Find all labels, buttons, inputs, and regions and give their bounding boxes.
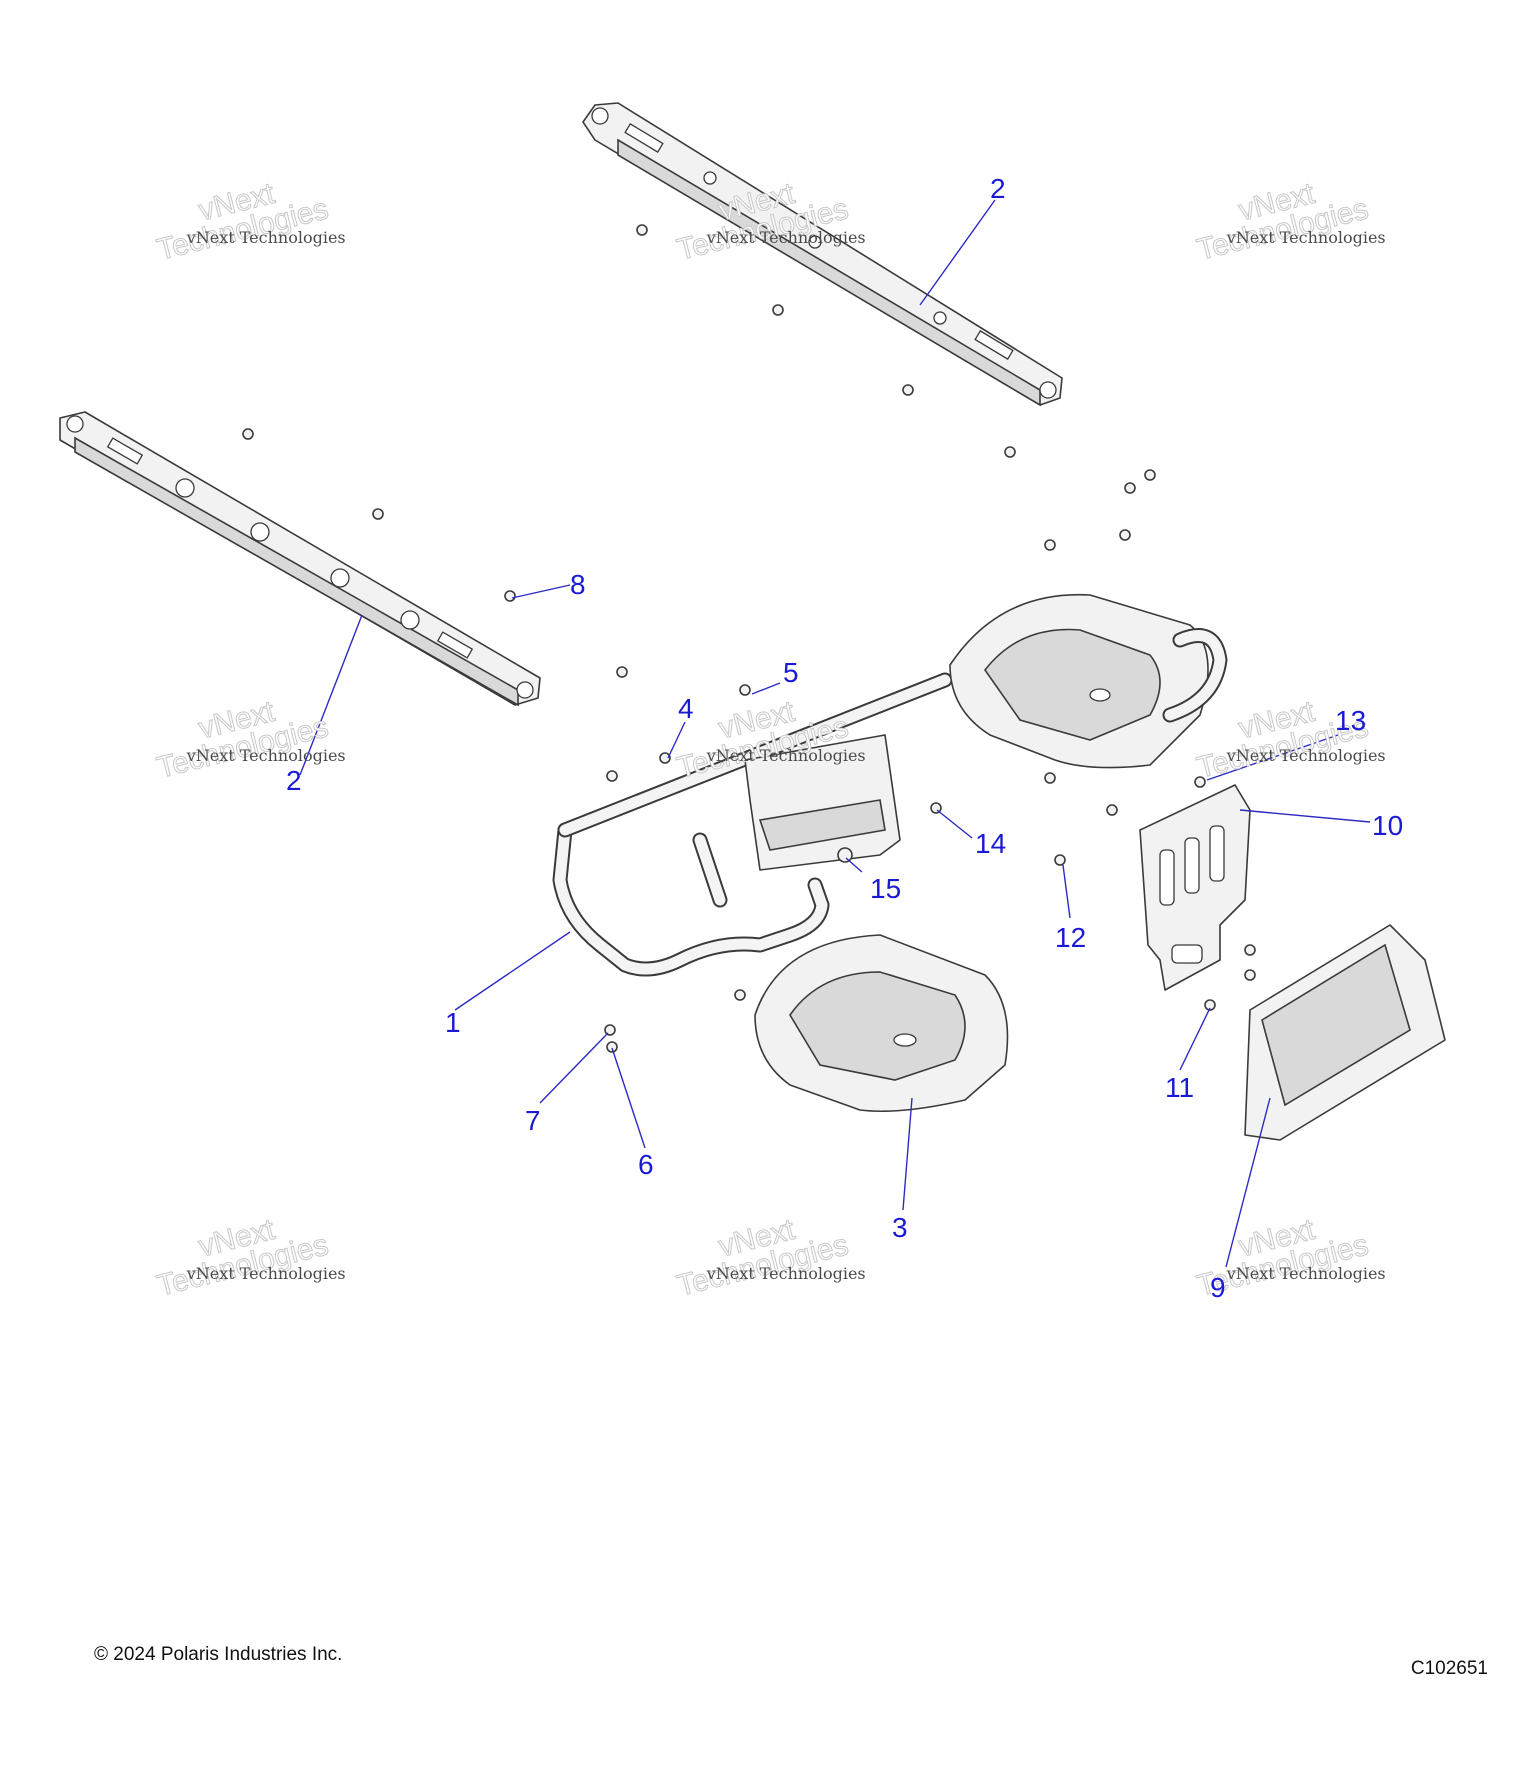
callout-14[interactable]: 14 [975,828,1006,859]
svg-text:vNext Technologies: vNext Technologies [706,228,866,247]
svg-text:vNext Technologies: vNext Technologies [706,746,866,765]
svg-text:vNext Technologies: vNext Technologies [186,1264,346,1283]
svg-text:vNext Technologies: vNext Technologies [1226,228,1386,247]
watermarks: Technologies vNext vNext Technologies Te… [153,176,1386,1303]
watermark: Technologies vNext vNext Technologies [1193,694,1386,785]
drawing-id: C102651 [1410,1658,1488,1679]
callout-4[interactable]: 4 [678,693,694,724]
right-footrest [949,593,1228,769]
callout-9[interactable]: 9 [1210,1272,1226,1303]
callout-10[interactable]: 10 [1372,810,1403,841]
copyright-notice: © 2024 Polaris Industries Inc. [94,1644,343,1665]
svg-text:vNext Technologies: vNext Technologies [1226,746,1386,765]
svg-text:vNext Technologies: vNext Technologies [706,1264,866,1283]
watermark: Technologies vNext vNext Technologies [153,1212,346,1303]
callout-11[interactable]: 11 [1165,1072,1194,1103]
lower-rail [59,411,541,707]
callout-5[interactable]: 5 [783,657,799,688]
watermark: Technologies vNext vNext Technologies [153,176,346,267]
svg-text:vNext Technologies: vNext Technologies [186,228,346,247]
callout-1[interactable]: 1 [445,1007,461,1038]
svg-text:vNext Technologies: vNext Technologies [1226,1264,1386,1283]
callout-2-lower[interactable]: 2 [286,765,302,796]
watermark: Technologies vNext vNext Technologies [1193,176,1386,267]
rear-bumper-frame [552,672,953,977]
callout-3[interactable]: 3 [892,1212,908,1243]
license-bracket [1139,784,1251,991]
callout-2-upper[interactable]: 2 [990,173,1006,204]
watermark: Technologies vNext vNext Technologies [673,1212,866,1303]
callout-12[interactable]: 12 [1055,922,1086,953]
leader-lines [299,199,1371,1268]
rear-panel [1244,924,1446,1141]
callout-8[interactable]: 8 [570,569,586,600]
fasteners [242,224,1256,1053]
callout-13[interactable]: 13 [1335,705,1366,736]
callout-15[interactable]: 15 [870,873,901,904]
svg-text:vNext Technologies: vNext Technologies [186,746,346,765]
callout-7[interactable]: 7 [525,1105,541,1136]
callouts: 1 2 2 3 4 5 6 7 8 9 10 11 12 13 14 15 [286,173,1403,1303]
watermark: Technologies vNext vNext Technologies [1193,1212,1386,1303]
callout-6[interactable]: 6 [638,1149,654,1180]
left-footrest [754,934,1009,1113]
upper-rail [582,102,1063,407]
watermark: Technologies vNext vNext Technologies [153,694,346,785]
